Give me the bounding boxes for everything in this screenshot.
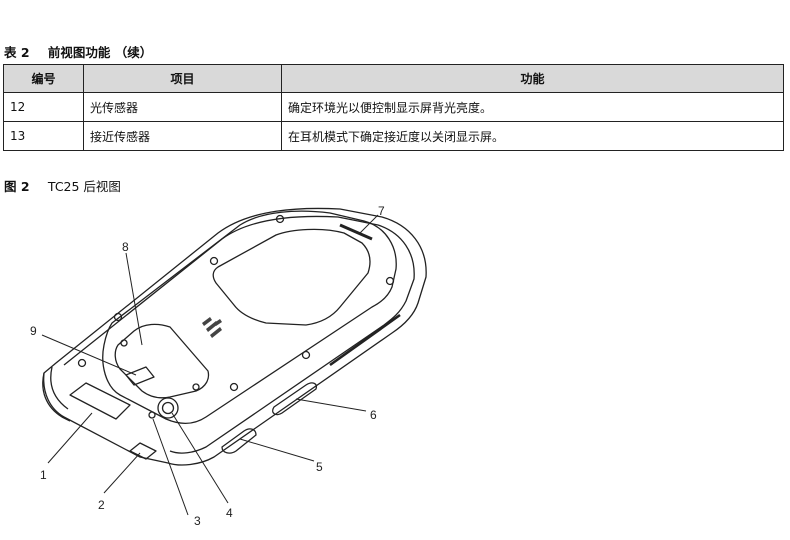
row-item: 接近传感器	[83, 121, 282, 151]
leader-3	[152, 418, 189, 516]
table-row: 13 接近传感器 在耳机模式下确定接近度以关闭显示屏。	[3, 121, 784, 151]
row-number: 13	[3, 121, 84, 151]
table-header-row: 编号 项目 功能	[3, 64, 784, 93]
leader-2	[103, 452, 141, 494]
row-item: 光传感器	[83, 92, 282, 122]
callout-2: 2	[98, 498, 105, 512]
header-function: 功能	[281, 64, 784, 93]
battery-cover-latch	[114, 323, 210, 399]
table-row: 12 光传感器 确定环境光以便控制显示屏背光亮度。	[3, 92, 784, 122]
feature-table: 编号 项目 功能 12 光传感器 确定环境光以便控制显示屏背光亮度。 13 接近…	[3, 64, 784, 151]
leader-1	[47, 412, 93, 464]
callout-9: 9	[30, 324, 37, 338]
connector-slot	[129, 442, 157, 460]
device-inner-edge	[63, 215, 415, 454]
camera-ring	[157, 397, 179, 419]
table-caption: 表 2 前视图功能 （续）	[4, 42, 152, 61]
label-recess	[212, 228, 371, 326]
callout-6: 6	[370, 408, 377, 422]
leader-6	[295, 398, 367, 412]
table-caption-text: 前视图功能 （续）	[47, 45, 153, 60]
device-body	[43, 207, 427, 466]
leader-5	[239, 438, 315, 462]
zebra-head-icon	[202, 317, 222, 338]
scan-window	[69, 382, 131, 420]
row-function: 确定环境光以便控制显示屏背光亮度。	[281, 92, 784, 122]
leader-4	[171, 412, 229, 504]
row-number: 12	[3, 92, 84, 122]
callout-8: 8	[122, 240, 129, 254]
callout-3: 3	[194, 514, 201, 528]
strap-mount	[125, 366, 155, 386]
device-rear-view-illustration: 1 2 3 4 5 6 7 8 9	[30, 204, 427, 528]
figure-caption: 图 2 TC25 后视图	[4, 176, 121, 195]
leader-8	[125, 252, 143, 346]
leader-7	[359, 214, 379, 234]
callout-4: 4	[226, 506, 233, 520]
callout-7: 7	[378, 204, 385, 218]
camera-lens	[161, 401, 175, 415]
figure-caption-number: 图 2	[4, 179, 30, 194]
volume-button	[272, 382, 318, 416]
side-grille	[329, 313, 401, 367]
table-caption-number: 表 2	[4, 45, 30, 60]
callout-5: 5	[316, 460, 323, 474]
figure-caption-text: TC25 后视图	[47, 179, 121, 194]
speaker-grille	[339, 223, 373, 241]
left-bumper	[42, 372, 71, 422]
row-function: 在耳机模式下确定接近度以关闭显示屏。	[281, 121, 784, 151]
back-plate	[102, 210, 397, 424]
callout-1: 1	[40, 468, 47, 482]
leader-9	[41, 334, 137, 376]
header-item: 项目	[83, 64, 282, 93]
header-number: 编号	[3, 64, 84, 93]
ptt-button	[221, 428, 257, 454]
microphone-hole	[148, 411, 156, 419]
